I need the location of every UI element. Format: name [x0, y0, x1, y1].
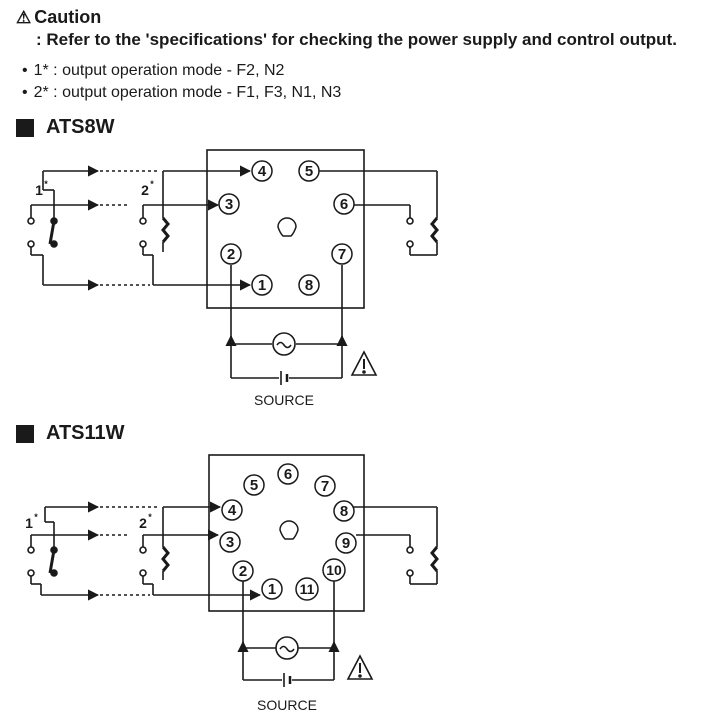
- ats8w-socket-body: [206, 149, 365, 309]
- caution-heading: ⚠Caution: [16, 6, 677, 29]
- pin-label: 3: [226, 534, 234, 551]
- caution-title: Caution: [34, 7, 102, 27]
- pin-3: [219, 531, 241, 553]
- pin-4: [221, 499, 243, 521]
- power-supply-ats11w: [237, 580, 374, 687]
- pin-label: 8: [340, 503, 348, 520]
- asterisk: *: [150, 179, 154, 189]
- pin-8: [298, 274, 320, 296]
- section-title: ATS8W: [46, 116, 115, 138]
- pin-8: [333, 500, 355, 522]
- pin-6: [333, 193, 355, 215]
- pin-label: 11: [300, 581, 315, 597]
- asterisk: *: [148, 512, 152, 522]
- contact-switch-right: [309, 170, 439, 256]
- asterisk: *: [44, 179, 48, 189]
- ats11w-pins: [219, 463, 357, 601]
- ats8w-diagram: [27, 149, 439, 385]
- pin-1: [261, 578, 283, 600]
- pin-2: [232, 560, 254, 582]
- pin-3: [218, 193, 240, 215]
- socket-key-icon: [277, 217, 297, 237]
- power-supply-ats8w: [225, 265, 378, 385]
- pin-5: [298, 160, 320, 182]
- pin-label: 4: [258, 163, 267, 180]
- pin-label: 2: [239, 563, 247, 580]
- section-square-icon: [16, 424, 34, 443]
- pin-11: [295, 577, 319, 601]
- pin-6: [277, 463, 299, 485]
- input-label-1: 1: [35, 182, 43, 198]
- pin-label: 9: [342, 535, 350, 552]
- pin-5: [243, 474, 265, 496]
- ats11w-diagram: [27, 454, 439, 687]
- pin-2: [220, 243, 242, 265]
- source-label: SOURCE: [257, 697, 317, 713]
- ats8w-text: 4 5 3 6 2 7 1 8 1 * 2 * SOURCE: [35, 163, 348, 408]
- pin-10: [322, 558, 346, 582]
- pin-label: 6: [284, 466, 292, 483]
- contact-switch-2: [139, 501, 262, 601]
- ats11w-text: 6 5 7 4 8 3 9 2 10 1 11 1 * 2 * SOURCE: [25, 466, 350, 713]
- pin-label: 1: [268, 581, 276, 598]
- notes-list: •1* : output operation mode - F2, N2 •2*…: [22, 60, 341, 104]
- pin-1: [251, 274, 273, 296]
- pin-label: 7: [338, 246, 346, 263]
- section-heading-ats11w: ATS11W: [16, 422, 125, 445]
- pin-label: 5: [305, 163, 313, 180]
- pin-label: 7: [321, 478, 329, 495]
- contact-switch-1: [27, 501, 100, 601]
- input-label-2: 2: [141, 182, 149, 198]
- section-heading-ats8w: ATS8W: [16, 116, 115, 139]
- pin-label: 5: [250, 477, 258, 494]
- warning-triangle-icon: ⚠: [16, 8, 32, 27]
- pin-9: [335, 532, 357, 554]
- pin-label: 10: [326, 562, 342, 578]
- contact-switch-1: [27, 165, 100, 291]
- pin-label: 6: [340, 196, 348, 213]
- note-text: 1* : output operation mode - F2, N2: [33, 62, 285, 79]
- pin-label: 4: [228, 502, 237, 519]
- pin-label: 1: [258, 277, 266, 294]
- section-title: ATS11W: [46, 422, 125, 444]
- socket-key-icon: [279, 520, 299, 540]
- contact-switch-2: [139, 165, 252, 291]
- pin-label: 8: [305, 277, 313, 294]
- pin-label: 2: [227, 246, 235, 263]
- note-text: 2* : output operation mode - F1, F3, N1,…: [33, 84, 342, 101]
- asterisk: *: [34, 512, 38, 522]
- ats8w-pins: [218, 160, 355, 296]
- input-label-2: 2: [139, 515, 147, 531]
- caution-block: ⚠Caution : Refer to the 'specifications'…: [16, 6, 677, 51]
- pin-label: 3: [225, 196, 233, 213]
- note-item: •2* : output operation mode - F1, F3, N1…: [22, 84, 342, 101]
- input-label-1: 1: [25, 515, 33, 531]
- contact-switch-right: [344, 506, 439, 585]
- pin-7: [314, 475, 336, 497]
- source-label: SOURCE: [254, 392, 314, 408]
- section-square-icon: [16, 118, 34, 137]
- note-item: •1* : output operation mode - F2, N2: [22, 62, 285, 79]
- pin-7: [331, 243, 353, 265]
- caution-text: : Refer to the 'specifications' for chec…: [36, 30, 677, 49]
- pin-4: [251, 160, 273, 182]
